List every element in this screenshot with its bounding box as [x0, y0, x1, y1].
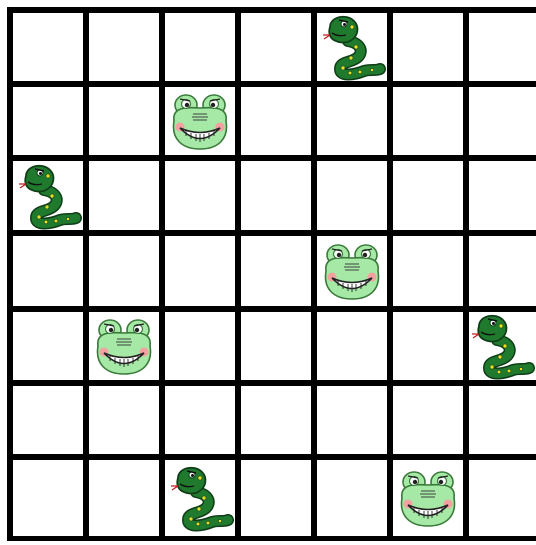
snake-icon[interactable] [318, 13, 386, 81]
board-cell[interactable] [390, 10, 466, 84]
board-cell[interactable] [466, 457, 536, 539]
grid-line-vertical [83, 7, 89, 541]
board-cell[interactable] [162, 233, 238, 309]
board-cell[interactable] [466, 10, 536, 84]
board-cell[interactable] [238, 383, 314, 457]
grid-line-horizontal [7, 380, 536, 386]
board-cell[interactable] [314, 383, 390, 457]
board-cell[interactable] [314, 158, 390, 233]
grid-line-horizontal [7, 155, 536, 161]
board-cell[interactable] [162, 158, 238, 233]
board-cell[interactable] [390, 158, 466, 233]
frog-icon[interactable] [394, 464, 462, 532]
board-cell[interactable] [238, 158, 314, 233]
grid-line-horizontal [7, 454, 536, 460]
board-cell[interactable] [314, 84, 390, 158]
board-cell[interactable] [390, 309, 466, 383]
grid-line-horizontal [7, 306, 536, 312]
snake-icon[interactable] [166, 464, 234, 532]
board-cell[interactable] [10, 84, 86, 158]
grid-line-vertical [159, 7, 165, 541]
board-cell[interactable] [10, 10, 86, 84]
board-cell[interactable] [466, 84, 536, 158]
grid-line-horizontal [7, 81, 536, 87]
grid-line-horizontal [7, 7, 536, 13]
board-cell[interactable] [86, 383, 162, 457]
board-cell[interactable] [10, 233, 86, 309]
board-cell[interactable] [86, 457, 162, 539]
board-cell[interactable] [10, 457, 86, 539]
grid-line-horizontal [7, 230, 536, 236]
board-cell[interactable] [238, 457, 314, 539]
board-cell[interactable] [466, 158, 536, 233]
board-cell[interactable] [10, 309, 86, 383]
frog-icon[interactable] [318, 237, 386, 305]
board-cell[interactable] [466, 233, 536, 309]
grid-line-vertical [463, 7, 469, 541]
board-cell[interactable] [314, 309, 390, 383]
snake-icon[interactable] [467, 312, 535, 380]
board-cell[interactable] [162, 309, 238, 383]
board-cell[interactable] [162, 383, 238, 457]
grid-line-vertical [7, 7, 13, 541]
board-cell[interactable] [238, 309, 314, 383]
board-cell[interactable] [86, 84, 162, 158]
frog-icon[interactable] [166, 87, 234, 155]
snake-icon[interactable] [14, 162, 82, 230]
board-cell[interactable] [390, 233, 466, 309]
board-cell[interactable] [314, 457, 390, 539]
grid-line-vertical [387, 7, 393, 541]
board-cell[interactable] [162, 10, 238, 84]
board-cell[interactable] [238, 233, 314, 309]
board-cell[interactable] [390, 84, 466, 158]
board-cell[interactable] [86, 158, 162, 233]
board-cell[interactable] [86, 233, 162, 309]
grid-line-horizontal [7, 536, 536, 541]
frog-icon[interactable] [90, 312, 158, 380]
board-cell[interactable] [238, 10, 314, 84]
board-cell[interactable] [390, 383, 466, 457]
grid-line-vertical [311, 7, 317, 541]
grid-line-vertical [235, 7, 241, 541]
board-cell[interactable] [10, 383, 86, 457]
board-cell[interactable] [466, 383, 536, 457]
board-cell[interactable] [238, 84, 314, 158]
board-cell[interactable] [86, 10, 162, 84]
